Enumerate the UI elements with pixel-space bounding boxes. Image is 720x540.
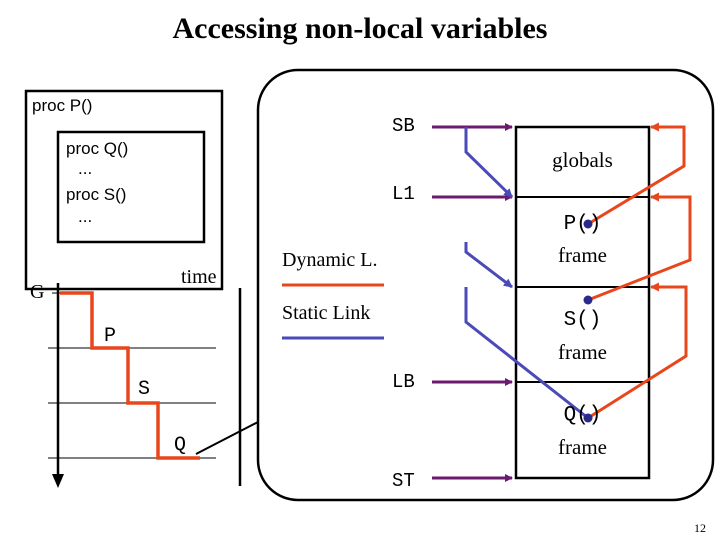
register-sb: SB <box>392 115 415 137</box>
page-title: Accessing non-local variables <box>172 12 548 45</box>
frame-q-label: frame <box>558 435 607 459</box>
frame-p-name: P() <box>563 213 602 236</box>
stack-memory-container <box>256 68 715 502</box>
dynamic-link-s <box>587 192 692 302</box>
dynamic-link-q <box>587 282 688 420</box>
timeline-step-g: G <box>30 281 45 303</box>
frame-p-label: frame <box>558 243 607 267</box>
legend-static-label: Static Link <box>282 302 371 324</box>
page-number: 12 <box>694 521 706 535</box>
frame-p-dot <box>583 219 593 229</box>
register-l1: L1 <box>392 183 415 205</box>
code-ellipsis-2: ... <box>78 207 93 226</box>
code-proc-p: proc P() <box>32 96 93 115</box>
timeline-step-s: S <box>138 378 151 401</box>
timeline-step-p: P <box>104 325 117 348</box>
static-link-p <box>464 127 514 199</box>
static-link-q <box>464 287 589 420</box>
frame-s-dot <box>583 295 593 305</box>
dynamic-link-p <box>587 122 686 226</box>
code-proc-q: proc Q() <box>66 139 129 158</box>
register-lb: LB <box>392 371 415 393</box>
time-arrowhead <box>52 474 64 488</box>
code-box <box>24 89 224 291</box>
call-staircase <box>60 291 200 460</box>
timeline <box>48 283 259 488</box>
nested-code-box <box>56 130 206 244</box>
timeline-step-q: Q <box>174 434 187 457</box>
frame-s-name: S() <box>563 309 602 332</box>
register-st: ST <box>392 470 415 492</box>
frame-q-dot <box>583 413 593 423</box>
legend-dynamic-label: Dynamic L. <box>282 249 378 271</box>
time-axis-label: time <box>181 266 217 288</box>
static-link-s <box>464 242 513 289</box>
stack-column <box>514 125 651 480</box>
code-proc-s: proc S() <box>66 185 127 204</box>
frame-globals: globals <box>552 148 613 172</box>
pointer-line <box>195 421 259 455</box>
frame-q-name: Q() <box>563 404 602 427</box>
code-ellipsis-1: ... <box>78 159 93 178</box>
frame-s-label: frame <box>558 340 607 364</box>
